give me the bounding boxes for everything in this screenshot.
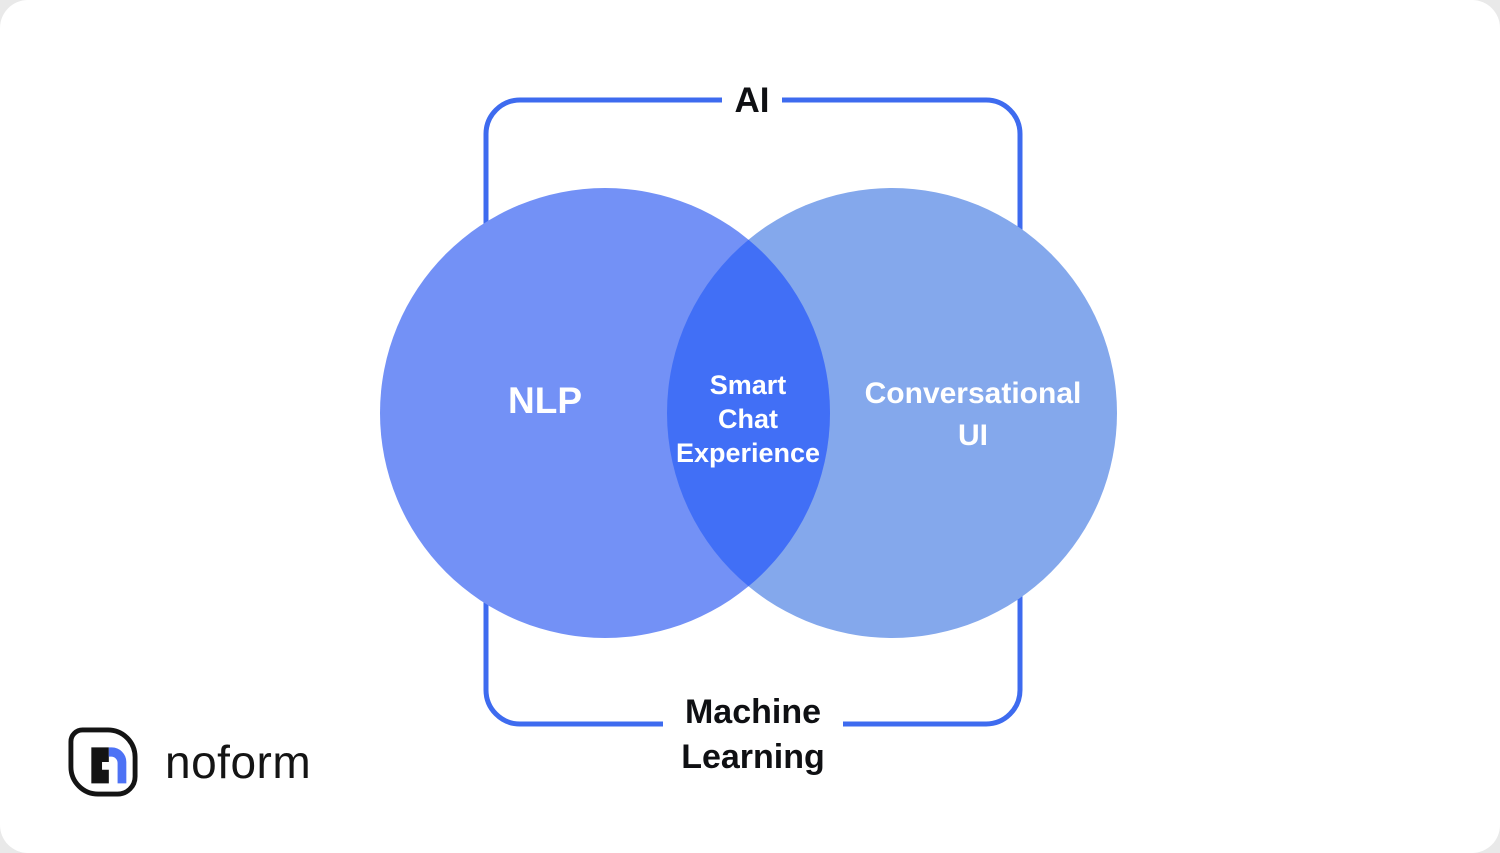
overlap-label-line2: Chat bbox=[718, 404, 778, 434]
machine-learning-label-line2: Learning bbox=[681, 738, 825, 776]
nlp-label: NLP bbox=[508, 380, 582, 421]
conversational-ui-label: Conversational UI bbox=[853, 373, 1093, 457]
logo-glyph-blue bbox=[108, 747, 127, 784]
conversational-ui-label-line2: UI bbox=[958, 419, 988, 452]
intersection-lens bbox=[666, 239, 831, 587]
logo-glyph-black bbox=[91, 747, 109, 784]
overlap-label-line1: Smart bbox=[709, 370, 787, 400]
machine-learning-label-line1: Machine bbox=[684, 693, 822, 731]
conversational-ui-label-line1: Conversational bbox=[864, 377, 1082, 410]
smart-chat-experience-label: Smart Chat Experience bbox=[673, 368, 823, 470]
machine-learning-bracket-label: Machine Learning bbox=[663, 690, 843, 780]
ai-bracket-label: AI bbox=[722, 79, 782, 123]
noform-wordmark: noform bbox=[165, 736, 312, 788]
overlap-label-line3: Experience bbox=[675, 438, 821, 468]
logo-outline bbox=[68, 727, 138, 797]
noform-logo: noform bbox=[68, 727, 311, 797]
noform-logo-icon bbox=[68, 727, 138, 797]
